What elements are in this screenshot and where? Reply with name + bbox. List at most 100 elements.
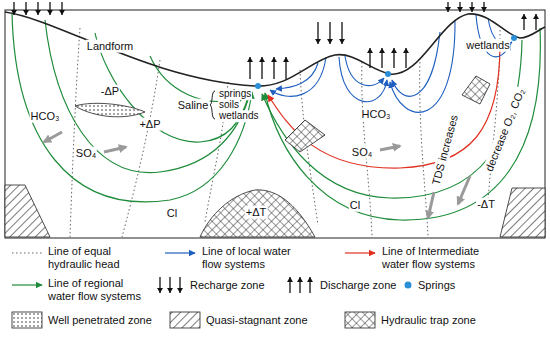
trend-arrow [104,147,126,152]
zone-arrow [379,48,385,68]
zone-arrow-head [11,10,17,15]
zone-arrow-head [445,7,451,12]
equipotential-line [70,28,80,237]
quasi-stagnant-zone [500,188,545,237]
legend-sample [12,253,42,254]
hydraulic-trap-zone [285,120,325,152]
hydrochemical-facies: Cl [349,199,361,212]
spring-dot [385,71,391,77]
zone-arrow-head [23,10,29,15]
trend-arrow [380,146,400,150]
section-frame [5,10,545,238]
trend-arrow [428,192,434,218]
legend-text: Line of equal hydraulic head [48,245,148,271]
zone-arrow-head [157,288,163,293]
zone-arrow-head [307,277,313,282]
zone-arrow-head [457,7,463,12]
discharge-feature: soils [218,99,240,111]
zone-arrow [339,22,345,44]
zone-arrow [315,22,321,44]
local-flow-line [390,20,455,112]
zone-arrow-head [167,288,173,293]
zone-arrow-head [177,288,183,293]
zone-arrow [247,57,253,79]
zone-arrow-head [283,57,289,62]
zone-arrow-head [259,57,265,62]
zone-arrow [59,2,65,15]
legend-sample [345,312,375,328]
zone-arrow [11,2,17,15]
zone-arrow [445,2,451,12]
landform-label: Landform [86,40,134,53]
zone-arrow [297,277,303,293]
zone-arrow [47,2,53,15]
legend-text: Hydraulic trap zone [381,314,501,327]
pressure-change: -ΔP [100,85,120,98]
legend-text: Line of Intermediate water flow systems [382,245,502,271]
hydrochemical-facies: SO₄ [75,147,97,160]
temperature-change: +ΔT [245,206,268,219]
legend-text: Line of local water flow systems [202,245,312,271]
equipotential-line [420,58,428,237]
trend-arrow [44,132,62,142]
zone-arrow [271,57,277,79]
zone-arrow [327,22,333,44]
trend-label: TDS increases [429,113,460,188]
zone-arrow-head [35,10,41,15]
zone-arrow-head [271,57,277,62]
regional-flow-line [262,40,522,198]
intermediate-flow-line [268,45,500,168]
zone-arrow [283,57,289,79]
zone-arrow-head [247,57,253,62]
zone-arrow [481,2,487,12]
pressure-change: +ΔP [138,118,161,131]
legend-sample [405,282,412,289]
zone-arrow-head [469,7,475,12]
equipotential-line [122,60,160,237]
hydrochemical-facies: Cl [166,207,178,220]
legend-sample [12,312,42,328]
zone-arrow [287,277,293,293]
zone-arrow [167,277,173,293]
zone-arrow-head [47,10,53,15]
zone-arrow [307,277,313,293]
zone-arrow-head [391,48,397,53]
trend-label: decrease O₂, CO₂ [482,86,527,174]
zone-arrow [457,2,463,12]
local-flow-line [345,56,384,86]
zone-arrow [403,48,409,68]
spring-dot [511,35,517,41]
equipotential-line [488,30,500,200]
zone-arrow-head [59,10,65,15]
legend-sample [12,284,42,285]
hydrochemical-facies: SO₄ [351,146,373,159]
local-flow-line [276,63,318,89]
legend-text: Well penetrated zone [48,314,168,327]
discharge-feature: springs [218,88,252,100]
well-penetrated-zone [75,103,145,116]
zone-arrow [367,48,373,68]
zone-arrow-head [367,48,373,53]
zone-arrow-head [297,277,303,282]
hydraulic-trap-zone [462,76,490,104]
landform-profile [5,12,545,86]
zone-arrow [157,277,163,293]
zone-arrow-head [287,277,293,282]
zone-arrow [521,14,527,30]
hydraulic-trap-zone [200,190,315,237]
zone-arrow [469,2,475,12]
zone-arrow-head [327,39,333,44]
zone-arrow-head [533,14,539,19]
zone-arrow [533,14,539,30]
legend-text: Quasi-stagnant zone [206,314,326,327]
trend-arrow [458,176,470,204]
local-flow-line [392,32,440,96]
zone-arrow-head [481,7,487,12]
legend-text: Discharge zone [320,279,400,292]
zone-arrow [391,48,397,68]
quasi-stagnant-zone [5,185,50,237]
temperature-change: -ΔT [476,198,496,211]
legend-sample [165,252,195,253]
zone-arrow [23,2,29,15]
zone-arrow [259,57,265,79]
